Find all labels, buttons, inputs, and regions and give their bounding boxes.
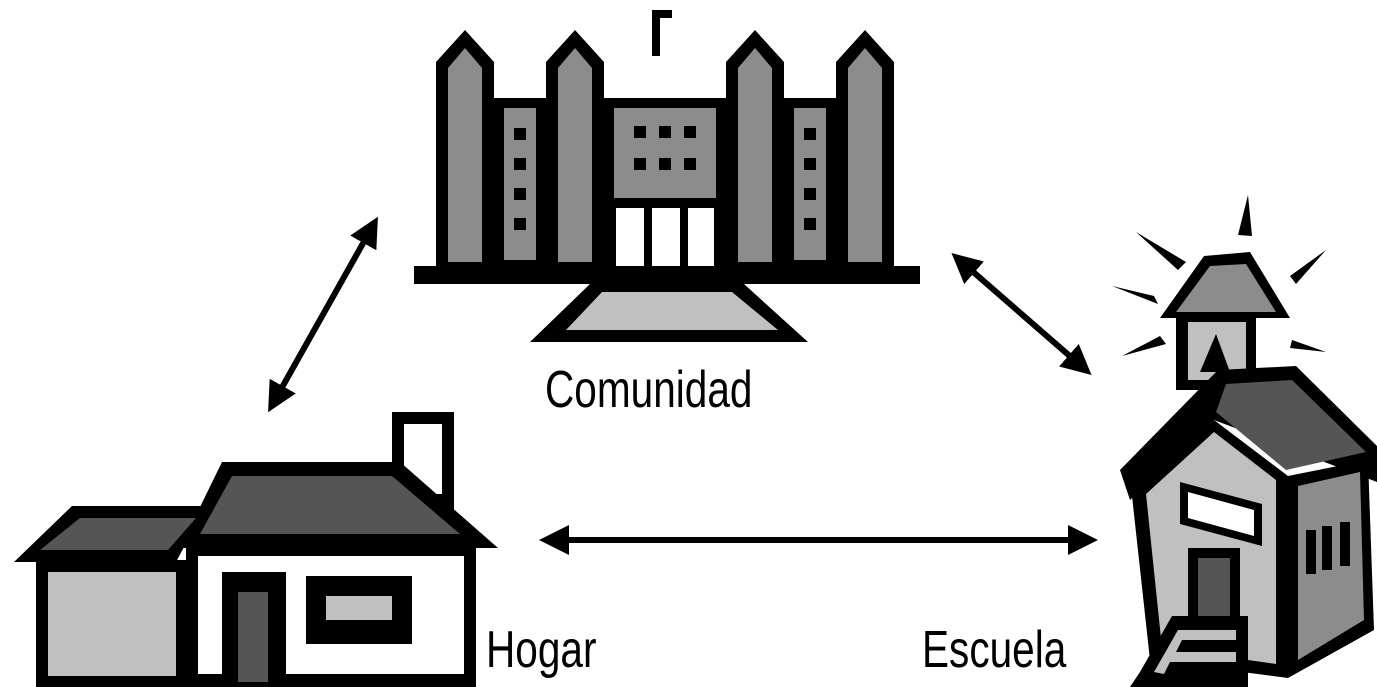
home-label: Hogar [486,621,597,679]
building-tower [726,30,784,268]
schoolhouse-icon [1112,195,1377,687]
community-label: Comunidad [545,361,753,419]
bell-ray [1112,286,1158,304]
government-building-icon [414,10,920,342]
bell-ray [1290,340,1326,352]
arrow-home-community [268,216,378,413]
bell-ray [1122,336,1166,356]
bell-ray [1238,195,1252,236]
school-label: Escuela [922,621,1067,679]
building-tower [436,30,494,268]
house-icon [14,412,498,687]
bell-ray [1136,232,1186,270]
arrow-community-school [951,253,1092,375]
building-tower [836,30,894,268]
bell-ray [1290,250,1326,284]
building-tower [546,30,604,268]
